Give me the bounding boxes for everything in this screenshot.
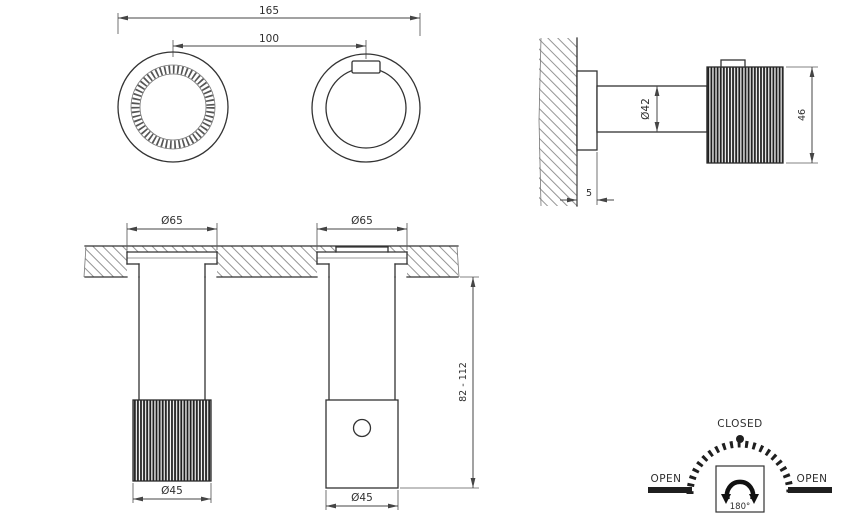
front-view: 165 100 [117,5,421,163]
left-knob-front [117,51,229,163]
dim-label-stem-diameter: Ø42 [640,98,652,120]
rotation-arrow [724,479,756,501]
dim-right-handle-diameter: Ø45 [325,490,399,510]
right-tab-recess [336,247,388,253]
section-view: Ø65 Ø65 Ø45 Ø45 82 - 112 [83,215,479,510]
stem-side [596,85,708,133]
dim-overall-width: 165 [117,5,421,36]
wall-break-edge [538,37,542,207]
dim-left-handle-diameter: Ø45 [132,483,212,503]
open-right-label: OPEN [796,473,827,485]
side-view: Ø42 46 5 [538,37,818,207]
right-handle [325,399,399,489]
knob-tab-side [720,59,746,68]
dim-label-installation-depth: 82 - 112 [458,362,469,402]
handle-screw [352,418,372,438]
right-flange-section [316,246,408,278]
dim-knob-length: 46 [786,66,818,164]
angle-label: 180° [730,502,750,512]
flange-side [576,70,598,151]
dim-label-left-flange: Ø65 [161,215,183,227]
dim-label-overall-width: 165 [259,5,279,17]
dim-label-right-handle: Ø45 [351,492,373,504]
dim-installation-depth: 82 - 112 [400,276,479,489]
dim-stem-diameter: Ø42 [640,86,660,132]
dim-center-distance: 100 [172,33,367,59]
right-knob-front [311,53,421,163]
right-flange-recess [317,252,407,277]
dim-flange-thickness: 5 [560,152,614,205]
rotation-arrow-head-left [721,494,731,504]
angle-box [715,465,765,513]
dim-left-flange-diameter: Ø65 [126,215,218,250]
wall-section-side [539,38,577,206]
dim-label-left-handle: Ø45 [161,485,183,497]
left-knurled-handle [132,399,212,482]
closed-label: CLOSED [717,418,762,430]
right-valve-body [325,276,399,489]
dim-right-flange-diameter: Ø65 [316,215,408,250]
dim-label-right-flange: Ø65 [351,215,373,227]
rotation-arrow-head-right [749,494,759,504]
dim-label-center-distance: 100 [259,33,279,45]
dim-label-knob-length: 46 [797,109,808,121]
knob-tab [351,60,381,74]
rotation-tick-arc [686,440,794,495]
dim-label-flange-thickness: 5 [586,188,592,199]
open-left-label: OPEN [650,473,681,485]
knob-side-knurled [706,66,784,164]
rotation-diagram: CLOSED OPEN OPEN 180° [648,418,832,513]
knurl-ring [131,65,215,149]
left-valve-body [132,276,212,482]
left-flange-section [126,251,218,278]
left-flange-recess [127,252,217,277]
